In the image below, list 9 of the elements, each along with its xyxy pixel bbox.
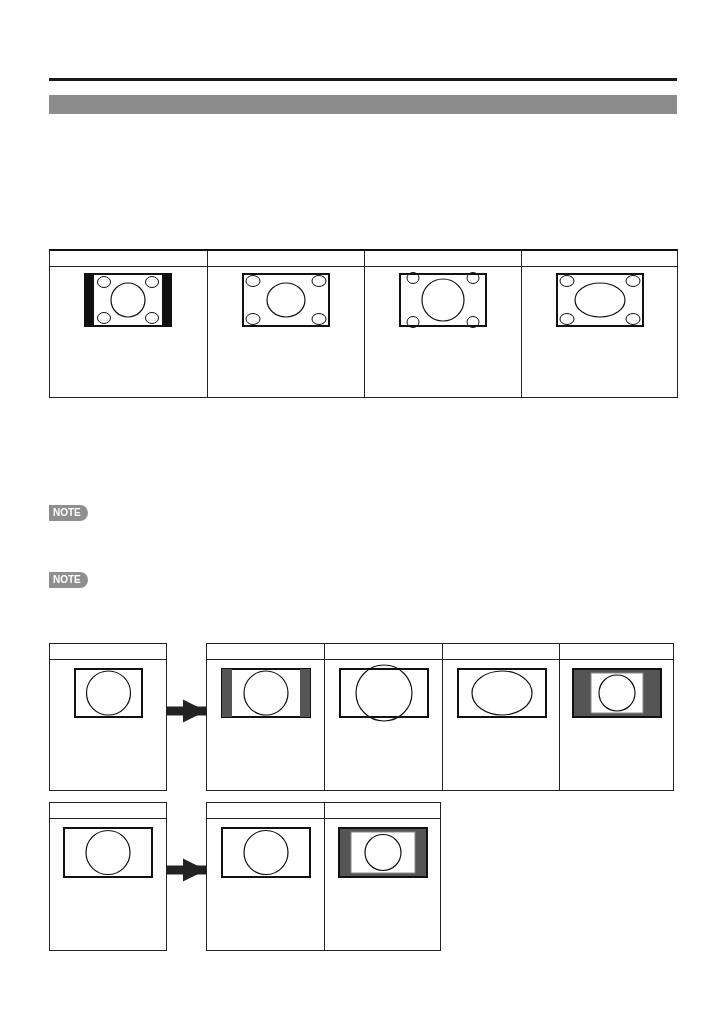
image-panel xyxy=(49,643,167,791)
note-badge: NOTE xyxy=(49,505,88,521)
arrow xyxy=(167,699,206,723)
image-panel xyxy=(49,802,167,951)
section-bar xyxy=(49,95,677,114)
arrow xyxy=(167,858,206,882)
panel-group xyxy=(206,643,674,791)
note-badge: NOTE xyxy=(49,572,88,588)
panel-group xyxy=(206,802,441,951)
